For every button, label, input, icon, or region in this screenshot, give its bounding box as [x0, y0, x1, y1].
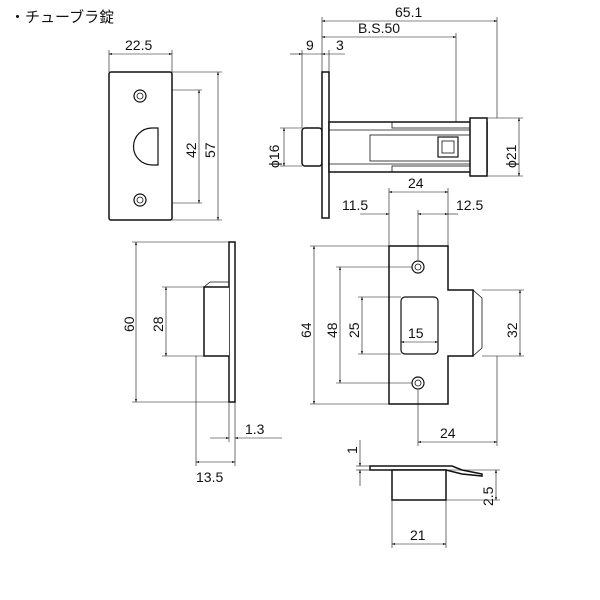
dim-box-depth: 2.5 — [480, 486, 496, 506]
dim-bolt-diameter: ϕ16 — [266, 144, 282, 168]
strike-bottom-hole — [411, 376, 425, 390]
strike-side-view: 60 28 1.3 13.5 — [121, 241, 282, 485]
dim-strike-opening-height: 25 — [346, 322, 362, 338]
latch-bolt-opening — [132, 127, 159, 166]
dim-overall-length: 65.1 — [395, 4, 422, 20]
bottom-screw-hole — [133, 193, 147, 207]
dim-strike-left: 11.5 — [342, 197, 368, 213]
dim-box-height: 28 — [150, 316, 166, 332]
strike-bottom-view: 1 2.5 21 — [344, 440, 500, 548]
page-title: ・チューブラ錠 — [10, 8, 115, 26]
strike-top-hole — [411, 260, 425, 274]
front-plate-view: 22.5 42 57 — [108, 37, 222, 221]
strike-box-side — [203, 286, 229, 357]
strike-opening — [400, 296, 439, 355]
dim-strike-right: 12.5 — [456, 197, 483, 213]
strike-box-bottom — [391, 469, 447, 501]
dim-box-width: 21 — [410, 527, 426, 543]
dim-side-depth: 13.5 — [196, 469, 223, 485]
top-screw-hole — [133, 89, 147, 103]
dim-strike-thickness: 1 — [344, 446, 360, 454]
strike-front-view: 24 11.5 12.5 64 48 25 15 32 24 — [298, 175, 524, 446]
dim-hole-pitch: 42 — [183, 142, 199, 158]
dim-backset: B.S.50 — [358, 20, 400, 36]
case-end-cap — [469, 117, 488, 177]
dim-front-height: 57 — [202, 142, 218, 158]
dim-opening-width: 15 — [408, 325, 424, 341]
dim-strike-pitch: 48 — [324, 322, 340, 338]
latch-side-view: 65.1 B.S.50 9 3 ϕ16 ϕ21 — [266, 4, 523, 219]
dim-bolt-projection: 9 — [306, 37, 314, 53]
dim-plate-height: 60 — [121, 316, 137, 332]
face-plate-side — [321, 71, 330, 219]
dim-strike-height: 64 — [298, 322, 314, 338]
spindle-hole — [437, 136, 459, 158]
dim-lip-height: 32 — [504, 322, 520, 338]
dim-plate-thickness: 1.3 — [245, 421, 265, 437]
strike-plate-edge — [228, 241, 236, 403]
dim-plate-offset: 3 — [336, 37, 344, 53]
dim-case-diameter: ϕ21 — [503, 144, 519, 168]
latch-bolt-head — [301, 127, 323, 167]
dim-lip-width: 24 — [440, 425, 456, 441]
dim-strike-top-width: 24 — [408, 175, 424, 191]
latch-case — [328, 121, 488, 173]
dim-front-width: 22.5 — [125, 37, 152, 53]
